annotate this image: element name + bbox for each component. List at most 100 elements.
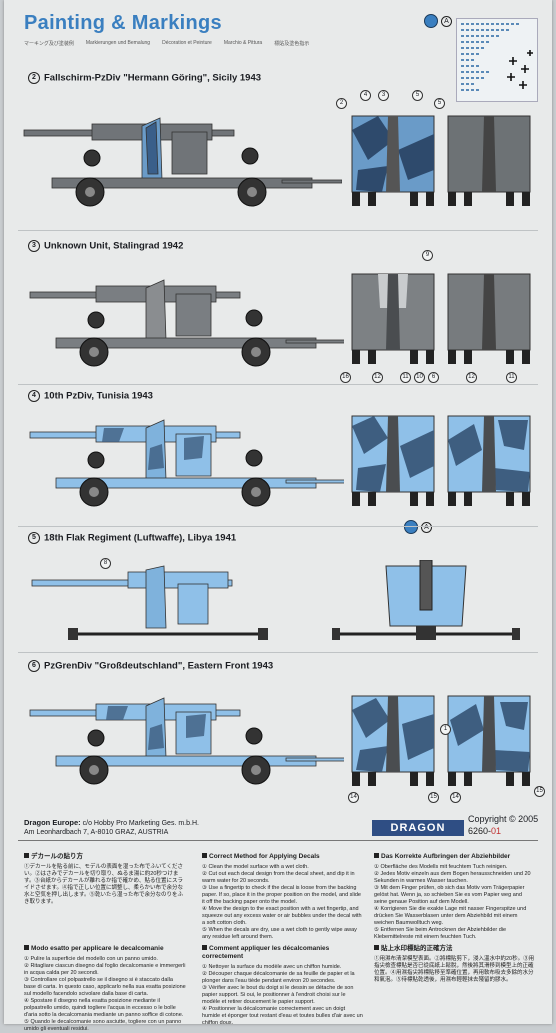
- scheme-4-number: 4: [28, 390, 40, 402]
- callout-6-a: 1: [440, 724, 451, 735]
- scheme-6-side-view: [29, 697, 344, 785]
- en-step-4: ④ Move the design to the exact position …: [202, 906, 362, 926]
- instructions-fr: Comment appliquer les décalcomanies corr…: [202, 945, 364, 1027]
- callout-2-d: 5: [412, 90, 423, 101]
- scheme-3-top-view-a: [351, 273, 435, 364]
- en-step-2: ② Cut out each decal design from the dec…: [202, 871, 355, 884]
- scheme-6-top-view-a: [351, 695, 435, 786]
- callout-6-e: 15: [534, 786, 545, 797]
- instructions-jp: デカールの貼り方 ①デカールを貼る前に、モデルの表面を湿った布でふいてください。…: [24, 853, 186, 906]
- instructions-cn: 貼上水印標貼的正確方法 ①用濕布清潔模型表面。②將標貼剪下，浸入溫水中約20秒。…: [374, 945, 536, 984]
- en-step-3: ③ Use a fingertip to check if the decal …: [202, 885, 361, 905]
- de-step-4: ④ Korrigieren Sie die exakte Lage mit na…: [374, 906, 527, 926]
- callout-2-e: 5: [434, 98, 445, 109]
- scheme-3-side-view: [29, 279, 344, 367]
- subtitle-jp: マーキング及び塗装例: [24, 41, 74, 47]
- decal-logo-icon: [424, 14, 438, 28]
- decal-instructions: デカールの貼り方 ①デカールを貼る前に、モデルの表面を湿った布でふいてください。…: [18, 840, 538, 1032]
- callout-3-c: 12: [372, 372, 383, 383]
- instructions-de: Das Korrekte Aufbringen der Abziehbilder…: [374, 853, 536, 941]
- scheme-5-front-view: [332, 560, 520, 640]
- decal-sheet-marker: A: [424, 14, 452, 28]
- kit-code-main: 6260-: [468, 826, 492, 836]
- scheme-2-side-view: [23, 117, 342, 207]
- scheme-4-top-view-a: [351, 415, 435, 506]
- callout-2-a: 2: [336, 98, 347, 109]
- fr-step-1: ① Nettoyer la surface du modèle avec un …: [202, 964, 342, 970]
- scheme-2-top-view-a: [351, 115, 435, 206]
- decal-sheet-graphic: [461, 23, 533, 91]
- scheme-3-number: 3: [28, 240, 40, 252]
- scheme-2-top-view-b: [447, 115, 531, 206]
- scheme-6-top-view-b: [447, 695, 531, 786]
- fr-step-3: ③ Vérifier avec le bout du doigt si le d…: [202, 985, 354, 1005]
- company-address-line: Am Leonhardbach 7, A-8010 GRAZ, AUSTRIA: [24, 829, 169, 836]
- en-step-1: ① Clean the model surface with a wet clo…: [202, 864, 309, 870]
- de-step-3: ③ Mit dem Finger prüfen, ob sich das Mot…: [374, 885, 525, 905]
- fr-step-4: ④ Positionner la décalcomanie correcteme…: [202, 1006, 363, 1026]
- callout-3-d: 11: [400, 372, 411, 383]
- callout-2-b: 4: [360, 90, 371, 101]
- callout-6-b: 14: [348, 792, 359, 803]
- copyright-text: Copyright © 2005: [468, 814, 539, 824]
- company-name: Dragon Europe:: [24, 818, 81, 827]
- instruction-sheet: Painting & Markings マーキング及び塗装例 Markierun…: [4, 0, 552, 1032]
- scheme-4-side-view: [29, 419, 344, 507]
- it-step-4: ④ Spostare il disegno nella esatta posiz…: [24, 998, 184, 1018]
- decal-sheet-letter: A: [441, 15, 452, 27]
- scheme-4-title: 10th PzDiv, Tunisia 1943: [44, 390, 153, 402]
- callout-6-d: 14: [450, 792, 461, 803]
- subtitle-fr: Décoration et Peinture: [162, 40, 212, 46]
- scheme-4-decal-marker: A: [404, 520, 432, 534]
- subtitle-row: マーキング及び塗装例 Markierungen und Bemalung Déc…: [24, 40, 364, 47]
- en-title: Correct Method for Applying Decals: [209, 853, 320, 860]
- scheme-3-label: 3 Unknown Unit, Stalingrad 1942: [28, 240, 183, 252]
- scheme-4-logo-icon: [404, 520, 418, 534]
- jp-text: ①デカールを貼る前に、モデルの表面を湿った布でふいてください。②はさみでデカール…: [24, 864, 184, 905]
- scheme-2-number: 2: [28, 72, 40, 84]
- instructions-it: Modo esatto per applicare le decalcomani…: [24, 945, 186, 1033]
- callout-6-c: 15: [428, 792, 439, 803]
- page-title: Painting & Markings: [24, 12, 222, 34]
- scheme-3-title: Unknown Unit, Stalingrad 1942: [44, 240, 184, 252]
- subtitle-cn: 標貼及塗色指示: [274, 41, 310, 47]
- de-step-1: ① Oberfläche des Modells mit feuchtem Tu…: [374, 864, 508, 870]
- de-step-2: ② Jedes Motiv einzeln aus dem Bogen hera…: [374, 871, 531, 884]
- callout-3-h: 11: [506, 372, 517, 383]
- scheme-6-title: PzGrenDiv "Großdeutschland", Eastern Fro…: [44, 660, 274, 672]
- callout-2-c: 3: [378, 90, 389, 101]
- scheme-4-top-view-b: [447, 415, 531, 506]
- subtitle-de: Markierungen und Bemalung: [85, 40, 151, 46]
- en-step-5: ⑤ When the decals are dry, use a wet clo…: [202, 927, 357, 940]
- subtitle-it: Marchio & Pittura: [223, 40, 263, 46]
- callout-3-e: 10: [414, 372, 425, 383]
- callout-3-a: 9: [422, 250, 433, 261]
- it-step-2: ② Ritagliare ciascun disegno dal foglio …: [24, 963, 186, 976]
- divider: [18, 526, 538, 527]
- fr-step-2: ② Découper chaque décalcomanie de sa feu…: [202, 971, 355, 984]
- it-step-3: ③ Controllare col polpastrello se il dis…: [24, 977, 186, 997]
- jp-title: デカールの貼り方: [31, 853, 83, 860]
- divider: [18, 652, 538, 653]
- company-line: c/o Hobby Pro Marketing Ges. m.b.H.: [82, 820, 199, 827]
- callout-3-b: 16: [340, 372, 351, 383]
- callout-3-g: 12: [466, 372, 477, 383]
- scheme-6-number: 6: [28, 660, 40, 672]
- scheme-2-title: Fallschirm-PzDiv "Hermann Göring", Sicil…: [44, 72, 262, 84]
- decal-sheet-illustration: [456, 18, 538, 102]
- de-title: Das Korrekte Aufbringen der Abziehbilder: [381, 853, 511, 860]
- scheme-3-top-view-b: [447, 273, 531, 364]
- company-address: Dragon Europe: c/o Hobby Pro Marketing G…: [24, 818, 199, 837]
- scheme-4-letter: A: [421, 521, 432, 533]
- cn-title: 貼上水印標貼的正確方法: [381, 945, 453, 952]
- scheme-2-label: 2 Fallschirm-PzDiv "Hermann Göring", Sici…: [28, 72, 261, 84]
- it-title: Modo esatto per applicare le decalcomani…: [31, 945, 164, 952]
- divider: [18, 384, 538, 385]
- scheme-4-label: 4 10th PzDiv, Tunisia 1943: [28, 390, 153, 402]
- dragon-logo: DRAGON: [372, 820, 464, 836]
- instructions-en: Correct Method for Applying Decals ① Cle…: [202, 853, 364, 941]
- fr-title: Comment appliquer les décalcomanies corr…: [202, 945, 330, 960]
- kit-code-suffix: 01: [491, 826, 502, 836]
- de-step-5: ⑤ Entfernen Sie beim Antrocknen der Abzi…: [374, 927, 507, 940]
